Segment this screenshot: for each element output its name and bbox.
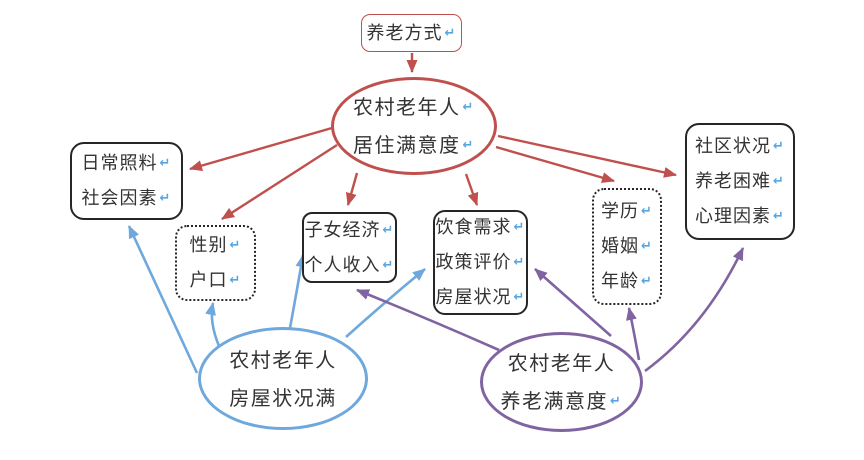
- gender-label-line1: 性别↵: [189, 235, 242, 256]
- gender-label-line2: 户口↵: [189, 270, 242, 291]
- return-mark-icon: ↵: [641, 274, 653, 289]
- return-mark-icon: ↵: [513, 255, 526, 270]
- diet-label-line2: 政策评价↵: [435, 252, 526, 273]
- edge-pension-satisfaction-to-community-arrow: [644, 247, 745, 373]
- daily-care-label-line1: 日常照料↵: [81, 153, 172, 174]
- edge-pension-satisfaction-to-children-economy-arrow: [356, 288, 500, 352]
- education-marriage-age-box[interactable]: 学历↵ 婚姻↵ 年龄↵: [592, 188, 662, 305]
- housing-satisfaction-label-line1: 农村老年人: [229, 347, 337, 372]
- residence-satisfaction-ellipse[interactable]: 农村老年人↵ 居住满意度↵: [331, 77, 497, 175]
- return-mark-icon: ↵: [641, 239, 653, 254]
- residence-satisfaction-label-line2: 居住满意度↵: [353, 133, 475, 157]
- edge-pension-satisfaction-to-diet-arrow: [534, 268, 612, 337]
- edge-housing-to-gender-arrow: [205, 302, 221, 347]
- children-economy-box[interactable]: 子女经济↵ 个人收入↵: [302, 212, 397, 283]
- community-label-line2: 养老困难↵: [695, 171, 785, 192]
- return-mark-icon: ↵: [229, 273, 242, 288]
- return-mark-icon: ↵: [513, 290, 526, 305]
- edge-pension-satisfaction-to-education-arrow: [626, 307, 641, 361]
- community-difficulty-psych-box[interactable]: 社区状况↵ 养老困难↵ 心理因素↵: [685, 123, 795, 240]
- edge-housing-to-children-economy-arrow: [288, 254, 307, 329]
- edge-residence-to-children-economy-arrow: [345, 172, 359, 206]
- children-economy-label-line1: 子女经济↵: [304, 219, 395, 241]
- return-mark-icon: ↵: [641, 204, 653, 219]
- daily-care-box[interactable]: 日常照料↵ 社会因素↵: [70, 142, 183, 220]
- return-mark-icon: ↵: [159, 191, 172, 206]
- return-mark-icon: ↵: [773, 209, 785, 224]
- pension-satisfaction-ellipse[interactable]: 农村老年人 养老满意度↵: [480, 332, 643, 432]
- children-economy-label-line2: 个人收入↵: [304, 254, 395, 276]
- housing-satisfaction-label-line2: 房屋状况满: [229, 385, 337, 410]
- pension-mode-label: 养老方式↵: [366, 22, 457, 44]
- return-mark-icon: ↵: [773, 139, 785, 154]
- edge-residence-to-gender-arrow: [221, 143, 338, 221]
- edge-residence-to-education-arrow: [495, 145, 615, 183]
- pension-satisfaction-label-line1: 农村老年人: [507, 351, 616, 375]
- return-mark-icon: ↵: [382, 222, 395, 238]
- return-mark-icon: ↵: [382, 257, 395, 273]
- pension-satisfaction-label-line2: 养老满意度↵: [500, 389, 623, 413]
- housing-satisfaction-ellipse[interactable]: 农村老年人 房屋状况满: [198, 327, 368, 430]
- community-label-line3: 心理因素↵: [695, 206, 785, 227]
- edge-housing-to-daily-care-arrow: [127, 225, 199, 374]
- return-mark-icon: ↵: [159, 156, 172, 171]
- diet-policy-housing-box[interactable]: 饮食需求↵ 政策评价↵ 房屋状况↵: [433, 210, 528, 315]
- return-mark-icon: ↵: [229, 238, 242, 253]
- return-mark-icon: ↵: [610, 393, 623, 409]
- edge-residence-to-daily-care-arrow: [189, 126, 333, 171]
- pension-mode-box[interactable]: 养老方式↵: [361, 14, 462, 52]
- education-label-line3: 年龄↵: [601, 271, 653, 292]
- return-mark-icon: ↵: [462, 137, 475, 153]
- education-label-line1: 学历↵: [601, 201, 653, 222]
- diet-label-line3: 房屋状况↵: [435, 287, 526, 308]
- residence-satisfaction-label-line1: 农村老年人↵: [353, 95, 475, 119]
- return-mark-icon: ↵: [444, 25, 457, 41]
- edge-residence-to-community-arrow: [497, 134, 677, 178]
- education-label-line2: 婚姻↵: [601, 236, 653, 257]
- diet-label-line1: 饮食需求↵: [435, 217, 526, 238]
- edge-residence-to-diet-arrow: [464, 173, 479, 206]
- community-label-line1: 社区状况↵: [695, 136, 785, 157]
- return-mark-icon: ↵: [462, 99, 475, 115]
- gender-hukou-box[interactable]: 性别↵ 户口↵: [175, 225, 256, 301]
- daily-care-label-line2: 社会因素↵: [81, 188, 172, 209]
- return-mark-icon: ↵: [513, 220, 526, 235]
- return-mark-icon: ↵: [773, 174, 785, 189]
